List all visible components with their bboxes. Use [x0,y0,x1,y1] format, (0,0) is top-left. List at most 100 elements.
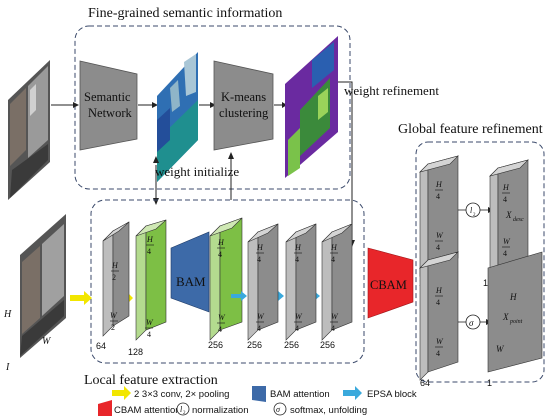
svg-text:2: 2 [111,323,115,332]
legend-l2-label: normalization [192,405,249,416]
kmeans-clustering-block: K-means clustering [213,60,274,151]
svg-text:4: 4 [147,247,151,256]
svg-text:2: 2 [112,273,116,282]
svg-text:4: 4 [257,255,261,264]
global-feature-map-lower [418,251,460,381]
clustered-map-image [285,36,338,178]
svg-text:4: 4 [295,255,299,264]
legend-l2-symbol: l [180,405,183,414]
frac-h-over-4-h: H 4 [435,286,443,307]
legend-bam-icon [252,386,266,402]
x-point-subscript: point [509,319,523,325]
svg-text:H: H [146,235,154,244]
svg-text:H: H [111,261,119,270]
feature-map-256-green [209,217,243,341]
frac-h-over-4-a: H 4 [146,235,154,256]
segmentation-map-image [157,52,198,182]
feature-map-256-gray-2 [285,223,317,341]
point-w-label: W [496,344,505,354]
frac-w-over-4-g: W 4 [502,237,511,258]
svg-text:4: 4 [331,255,335,264]
semantic-network-label-2: Network [88,106,132,120]
semantic-region-box [74,25,351,190]
frac-w-over-4-d: W 4 [294,312,303,333]
svg-text:H: H [294,243,302,252]
svg-text:4: 4 [436,298,440,307]
svg-text:H: H [256,243,264,252]
svg-text:W: W [503,237,511,246]
frac-h-over-4-c: H 4 [256,243,264,264]
frac-w-over-4-e: W 4 [330,312,339,333]
svg-text:H: H [217,238,225,247]
svg-text:W: W [331,312,339,321]
kmeans-label-1: K-means [221,90,266,104]
legend-l2-subscript: 2 [183,411,186,416]
frac-h-over-4-b: H 4 [217,238,225,259]
frac-w-over-4-f: W 4 [435,231,444,252]
frac-h-over-4-f: H 4 [435,180,443,201]
legend-yellow-arrow-icon [112,386,131,400]
svg-text:H: H [435,286,443,295]
weight-initialize-label: weight initialize [155,164,239,179]
legend-epsa-label: EPSA block [367,389,417,400]
svg-text:4: 4 [436,349,440,358]
legend: 2 3×3 conv, 2× pooling BAM attention EPS… [98,386,417,416]
frac-h-over-4-d: H 4 [294,243,302,264]
frac-w-over-4-h: W 4 [435,337,444,358]
svg-text:W: W [218,313,226,322]
svg-text:W: W [146,318,154,327]
feature-map-256-gray-1 [247,223,279,341]
bam-block: BAM [170,231,210,313]
input-image-name: I [5,362,10,373]
svg-text:W: W [257,312,265,321]
svg-text:H: H [330,243,338,252]
frac-h-over-2: H 2 [111,261,119,282]
semantic-network-block: Semantic Network [79,60,138,151]
input-width-label: W [42,336,52,347]
svg-text:W: W [110,311,118,320]
channel-label-256-c: 256 [284,340,299,350]
svg-text:4: 4 [503,195,507,204]
svg-text:4: 4 [503,249,507,258]
svg-text:4: 4 [147,330,151,339]
channel-label-256-d: 256 [320,340,335,350]
channel-label-128: 128 [128,347,143,357]
cbam-label: CBAM [370,278,407,292]
semantic-region-title: Fine-grained semantic information [88,6,282,21]
semantic-network-label-1: Semantic [84,90,131,104]
x-desc-subscript: desc [513,217,524,223]
channel-label-1: 1 [487,378,492,388]
kmeans-label-2: clustering [219,106,269,120]
frac-w-over-4-b: W 4 [217,313,226,334]
x-desc-label: X [505,210,512,220]
global-region-box [415,141,545,383]
input-image-bottom [20,214,66,358]
svg-text:W: W [436,337,444,346]
frac-h-over-4-e: H 4 [330,243,338,264]
feature-map-256-gray-3 [321,223,353,341]
feature-map-64 [102,221,130,337]
frac-w-over-4-c: W 4 [256,312,265,333]
svg-text:4: 4 [295,324,299,333]
svg-text:W: W [295,312,303,321]
channel-label-256-b: 256 [247,340,262,350]
legend-bam-label: BAM attention [270,389,330,400]
weight-refinement-label: weight refinement [344,83,439,98]
svg-text:H: H [502,183,510,192]
frac-w-over-4-a: W 4 [145,318,154,339]
legend-sigma-symbol: σ [276,405,281,414]
legend-l2-icon [176,402,190,416]
channel-label-256-a: 256 [208,340,223,350]
x-point-label: X [502,312,509,322]
point-h-label: H [509,292,517,302]
legend-cbam-icon [98,400,112,416]
svg-text:4: 4 [436,192,440,201]
legend-cbam-label: CBAM attention [114,405,181,416]
legend-conv-label: 2 3×3 conv, 2× pooling [134,389,229,400]
frac-h-over-4-g: H 4 [502,183,510,204]
legend-sigma-icon [273,402,287,416]
feature-map-128 [135,219,167,341]
frac-w-over-2: W 2 [110,311,118,332]
epsa-arrow-icon [231,291,247,301]
